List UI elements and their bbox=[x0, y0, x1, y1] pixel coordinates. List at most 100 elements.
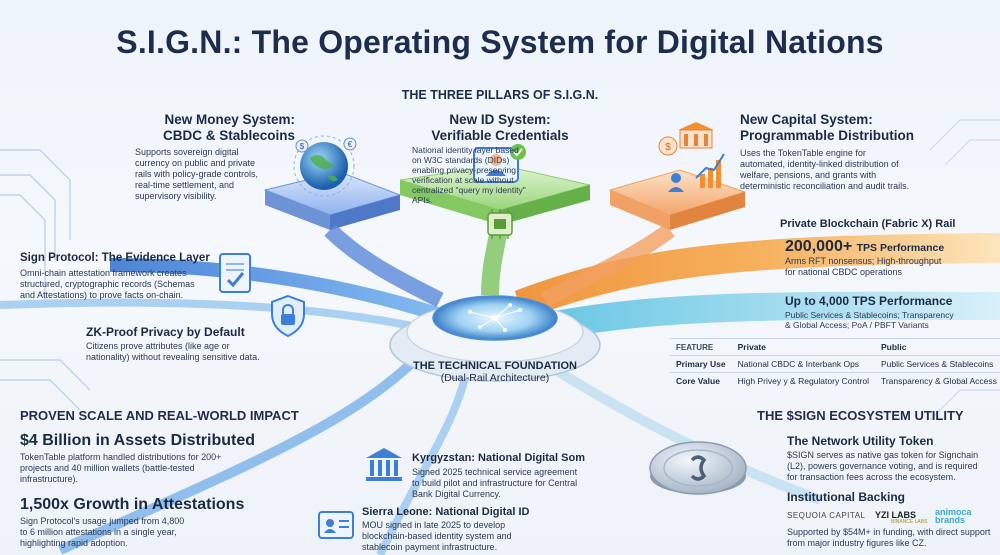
stat-attestations-title: 1,500x Growth in Attestations bbox=[20, 496, 245, 513]
private-rail-heading: Private Blockchain (Fabric X) Rail bbox=[780, 218, 956, 230]
kyrgyzstan-body: Signed 2025 technical service agreement … bbox=[412, 467, 622, 500]
body-line: real-time settlement, and bbox=[135, 180, 235, 190]
body-line: $SIGN serves as native gas token for Sig… bbox=[787, 450, 979, 460]
backing-body: Supported by $54M+ in funding, with dire… bbox=[787, 527, 997, 549]
evidence-title: Sign Protocol: The Evidence Layer bbox=[20, 252, 210, 264]
body-line: APIs. bbox=[412, 195, 433, 205]
building-chart-icon: $ bbox=[658, 122, 725, 192]
table-header-private: Private bbox=[731, 338, 875, 356]
svg-text:$: $ bbox=[665, 142, 671, 153]
body-line: Bank Digital Currency. bbox=[412, 489, 501, 499]
stat-assets-body: TokenTable platform handled distribution… bbox=[20, 452, 260, 485]
body-line: centralized "query my identity" bbox=[412, 185, 526, 195]
body-line: Public Services & Stablecoins; Transpare… bbox=[785, 310, 954, 320]
backing-title: Institutional Backing bbox=[787, 490, 906, 504]
pillar-id: New ID System: Verifiable Credentials bbox=[400, 112, 600, 144]
body-line: on W3C standards (DIDs) bbox=[412, 155, 510, 165]
body-line: supervisory visibility. bbox=[135, 191, 217, 201]
body-line: to 6 million attestations in a single ye… bbox=[20, 527, 177, 537]
body-line: Arms RFT nonsensus; High-throughput bbox=[785, 256, 942, 266]
body-line: rails with policy-grade controls, bbox=[135, 169, 259, 179]
public-rail-tps-label: TPS Performance bbox=[852, 294, 953, 308]
feature-table-wrap: FEATURE Private Public Primary Use Natio… bbox=[670, 338, 1000, 389]
body-line: National identity layer based bbox=[412, 145, 519, 155]
pillar-money-body: Supports sovereign digital currency on p… bbox=[135, 147, 295, 202]
body-line: enabling privacy-preserving bbox=[412, 165, 516, 175]
body-line: from major industry figures like CZ. bbox=[787, 538, 927, 548]
svg-text:€: € bbox=[348, 140, 353, 149]
body-line: (L2), powers governance voting, and is r… bbox=[787, 461, 978, 471]
pillar-capital-title-2: Programmable Distribution bbox=[740, 128, 915, 143]
body-line: and Attestations) to prove facts on-chai… bbox=[20, 290, 184, 300]
body-line: Citizens prove attributes (like age or bbox=[86, 341, 230, 351]
token-body: $SIGN serves as native gas token for Sig… bbox=[787, 450, 992, 483]
table-header-feature: FEATURE bbox=[670, 338, 732, 356]
chip-icon bbox=[487, 209, 513, 239]
table-header-row: FEATURE Private Public bbox=[670, 338, 1000, 356]
zk-title: ZK-Proof Privacy by Default bbox=[86, 325, 245, 339]
table-cell: National CBDC & Interbank Ops bbox=[731, 355, 875, 373]
private-rail-body: Arms RFT nonsensus; High-throughput for … bbox=[785, 256, 985, 278]
circuit-lines-right bbox=[929, 119, 1000, 421]
public-rail-tps-value: Up to 4,000 bbox=[785, 294, 850, 308]
body-line: deterministic reconciliation and audit t… bbox=[740, 181, 910, 191]
pillar-id-title-2: Verifiable Credentials bbox=[431, 128, 569, 143]
body-line: projects and 40 million wallets (battle-… bbox=[20, 463, 195, 473]
table-cell: Core Value bbox=[670, 372, 732, 389]
feature-table: FEATURE Private Public Primary Use Natio… bbox=[670, 338, 1000, 389]
private-rail-tps-value: 200,000+ bbox=[785, 238, 853, 255]
body-line: Signed 2025 technical service agreement bbox=[412, 467, 578, 477]
table-cell: Public Services & Stablecoins bbox=[874, 355, 1000, 373]
body-line: automated, identity-linked distribution … bbox=[740, 159, 899, 169]
body-line: Sign Protocol's usage jumped from 4,800 bbox=[20, 516, 185, 526]
body-line: Uses the TokenTable engine for bbox=[740, 148, 866, 158]
ecosystem-heading: THE $SIGN ECOSYSTEM UTILITY bbox=[757, 408, 964, 423]
body-line: & Global Access; PoA / PBFT Variants bbox=[785, 320, 929, 330]
proven-heading: PROVEN SCALE AND REAL-WORLD IMPACT bbox=[20, 408, 299, 423]
body-line: nationality) without revealing sensitive… bbox=[86, 352, 260, 362]
pillar-id-title-1: New ID System: bbox=[449, 112, 551, 127]
body-line: welfare, pensions, and grants with bbox=[740, 170, 877, 180]
body-line: MOU signed in late 2025 to develop bbox=[362, 520, 506, 530]
foundation-label: THE TECHNICAL FOUNDATION (Dual-Rail Arch… bbox=[395, 360, 595, 384]
sign-coin-icon bbox=[649, 441, 747, 495]
shield-lock-icon bbox=[271, 294, 305, 338]
foundation-title: THE TECHNICAL FOUNDATION bbox=[413, 360, 577, 372]
body-line: Omni-chain attestation framework creates bbox=[20, 268, 187, 278]
binance-labs-logo: BINANCE LABS bbox=[891, 519, 928, 525]
body-line: for transaction fees across the ecosyste… bbox=[787, 472, 956, 482]
private-rail-tps-label: TPS Performance bbox=[856, 242, 945, 254]
blue-stream-upper bbox=[109, 258, 443, 322]
zk-body: Citizens prove attributes (like age or n… bbox=[86, 341, 276, 363]
body-line: blockchain-based identity system and bbox=[362, 531, 512, 541]
pillars-heading: THE THREE PILLARS OF S.I.G.N. bbox=[401, 88, 599, 102]
body-line: verification at scale without bbox=[412, 175, 514, 185]
public-rail-tps: Up to 4,000 TPS Performance bbox=[785, 294, 952, 308]
table-cell: Primary Use bbox=[670, 355, 732, 373]
animoca-brands-logo: animoca brands bbox=[935, 507, 972, 525]
body-line: for national CBDC operations bbox=[785, 267, 903, 277]
kyrgyzstan-title: Kyrgyzstan: National Digital Som bbox=[412, 452, 585, 464]
pillar-money-title-1: New Money System: bbox=[164, 112, 295, 127]
table-row: Primary Use National CBDC & Interbank Op… bbox=[670, 355, 1000, 373]
body-line: to build pilot and infrastructure for Ce… bbox=[412, 478, 578, 488]
cyan-rail bbox=[527, 291, 1000, 344]
table-row: Core Value High Privey y & Regulatory Co… bbox=[670, 372, 1000, 389]
foundation-subtitle: (Dual-Rail Architecture) bbox=[440, 372, 550, 384]
yzi-labs-logo: YZI LABS bbox=[875, 510, 917, 520]
body-line: infrastructure). bbox=[20, 474, 79, 484]
stat-attestations-body: Sign Protocol's usage jumped from 4,800 … bbox=[20, 516, 260, 549]
sierra-leone-title: Sierra Leone: National Digital ID bbox=[362, 506, 530, 518]
backer-logos: SEQUOIA CAPITAL YZI LABS BINANCE LABS an… bbox=[787, 507, 992, 526]
blue-pillar-platform bbox=[263, 171, 444, 308]
pillar-money-title-2: CBDC & Stablecoins bbox=[162, 128, 295, 143]
core-hub bbox=[389, 295, 601, 382]
circuit-lines-left bbox=[0, 149, 91, 411]
sequoia-logo: SEQUOIA CAPITAL bbox=[787, 511, 866, 520]
body-line: Supports sovereign digital bbox=[135, 147, 239, 157]
body-line: TokenTable platform handled distribution… bbox=[20, 452, 222, 462]
public-rail-body: Public Services & Stablecoins; Transpare… bbox=[785, 310, 995, 330]
table-cell: High Privey y & Regulatory Control bbox=[731, 372, 875, 389]
blue-stream-down bbox=[57, 341, 434, 555]
